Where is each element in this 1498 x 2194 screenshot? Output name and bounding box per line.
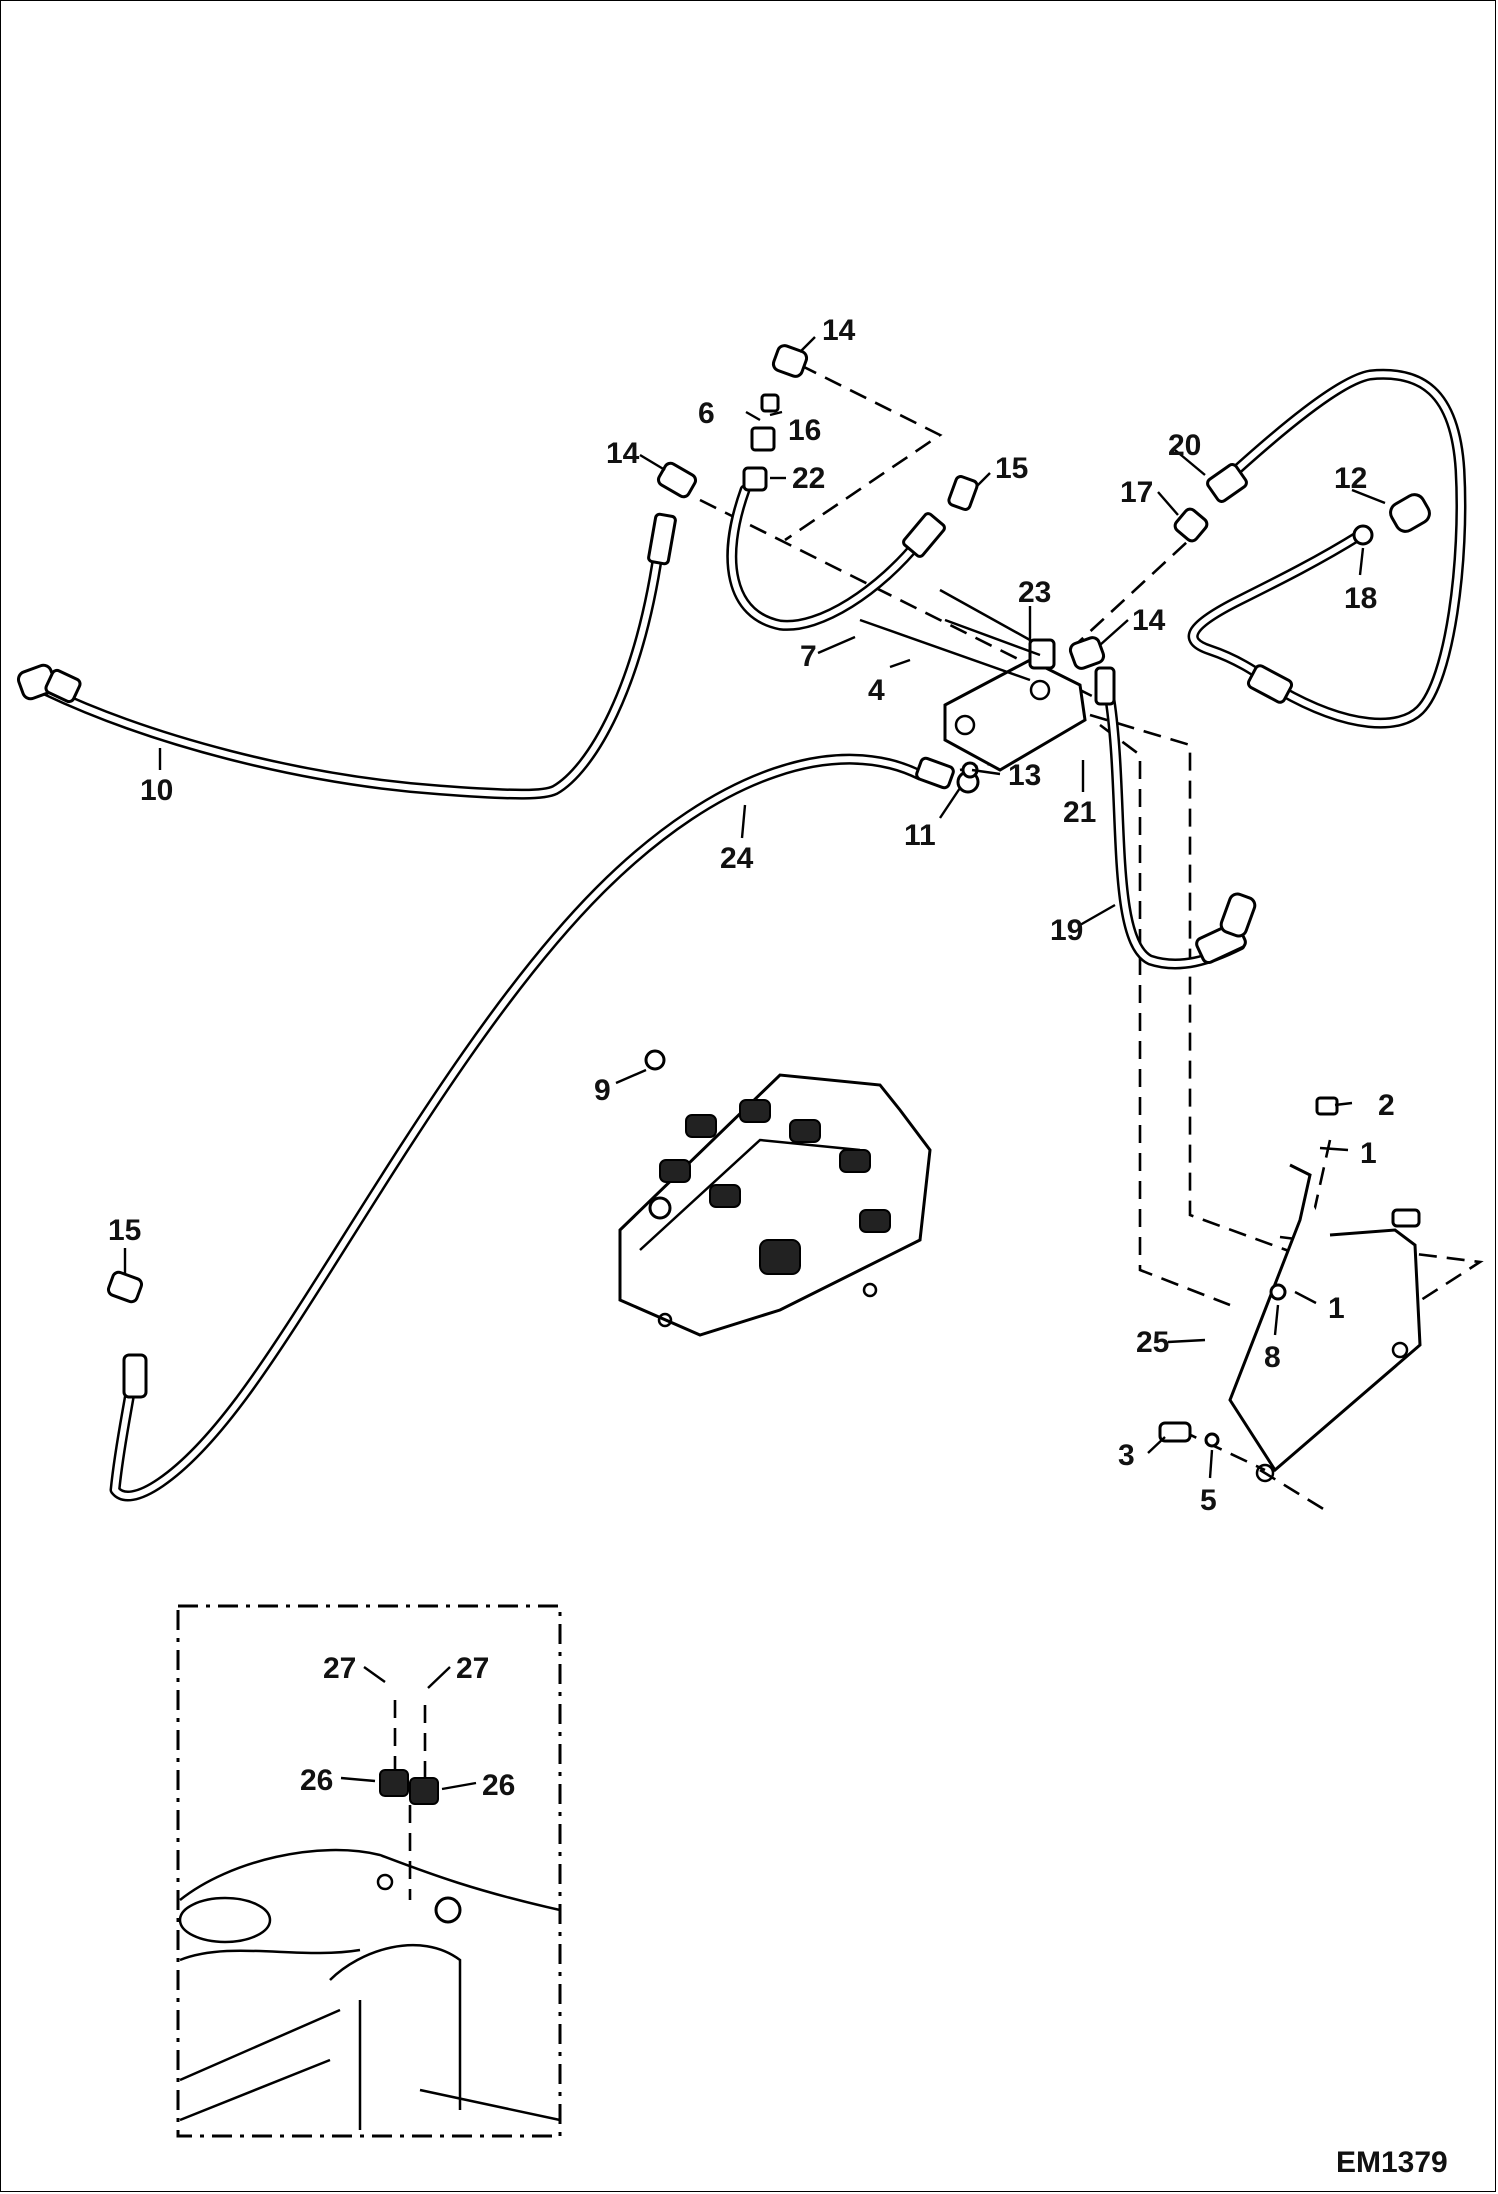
- fitting-11-13: [915, 756, 980, 794]
- callout-4: 4: [868, 674, 885, 707]
- callout-15-left: 15: [108, 1214, 141, 1247]
- callout-17: 17: [1120, 476, 1153, 509]
- callout-13: 13: [1008, 759, 1041, 792]
- hose-10: [39, 534, 666, 800]
- callout-1-bottom: 1: [1328, 1292, 1345, 1325]
- callout-14-top: 14: [822, 314, 856, 347]
- callout-20: 20: [1168, 429, 1201, 462]
- fitting-19-end: [1195, 892, 1257, 965]
- fitting-17-20: [1173, 463, 1248, 543]
- callout-14-right: 14: [1132, 604, 1166, 637]
- callout-9: 9: [594, 1074, 611, 1107]
- callout-26-left: 26: [300, 1764, 333, 1797]
- control-valve-9: [618, 1049, 932, 1337]
- inset-detail: [176, 1604, 562, 2138]
- callout-22: 22: [792, 462, 825, 495]
- callout-23: 23: [1018, 576, 1051, 609]
- callout-2: 2: [1378, 1089, 1395, 1122]
- callout-18: 18: [1344, 582, 1377, 615]
- drawing-code: EM1379: [1336, 2146, 1448, 2179]
- callout-16: 16: [788, 414, 821, 447]
- callout-11: 11: [904, 819, 936, 852]
- callout-7: 7: [800, 640, 817, 673]
- callout-12: 12: [1334, 462, 1367, 495]
- leader-lines: [123, 336, 1386, 1791]
- bracket-25: [1158, 1096, 1422, 1483]
- callout-27-left: 27: [323, 1652, 356, 1685]
- fitting-18-end: [1246, 664, 1294, 704]
- callouts: 14 6 16 22 14 15 20 17 12 18 23 7 4 14 1…: [108, 314, 1395, 1802]
- callout-10: 10: [140, 774, 173, 807]
- fitting-15-left: [106, 1270, 148, 1399]
- callout-14-left: 14: [606, 437, 640, 470]
- valve-block-23: [859, 588, 1087, 772]
- fitting-14-right: [1068, 636, 1116, 706]
- callout-27-right: 27: [456, 1652, 489, 1685]
- hose-20: [1214, 368, 1467, 729]
- callout-15-top: 15: [995, 452, 1028, 485]
- fitting-14-left: [647, 461, 698, 566]
- fitting-elbow-left: [16, 663, 82, 704]
- callout-19: 19: [1050, 914, 1083, 947]
- hose-24: [109, 753, 926, 1502]
- fitting-14-top: [742, 344, 809, 492]
- callout-26-right: 26: [482, 1769, 515, 1802]
- fitting-15-top: [902, 475, 979, 558]
- callout-8: 8: [1264, 1341, 1281, 1374]
- callout-3: 3: [1118, 1439, 1135, 1472]
- callout-1-top: 1: [1360, 1137, 1377, 1170]
- callout-21: 21: [1063, 796, 1096, 829]
- callout-5: 5: [1200, 1484, 1217, 1517]
- callout-6: 6: [698, 397, 715, 430]
- callout-24: 24: [720, 842, 754, 875]
- hose-22: [726, 484, 926, 631]
- fitting-12: [1352, 493, 1431, 546]
- callout-25: 25: [1136, 1326, 1169, 1359]
- hose-18-line: [1187, 529, 1366, 691]
